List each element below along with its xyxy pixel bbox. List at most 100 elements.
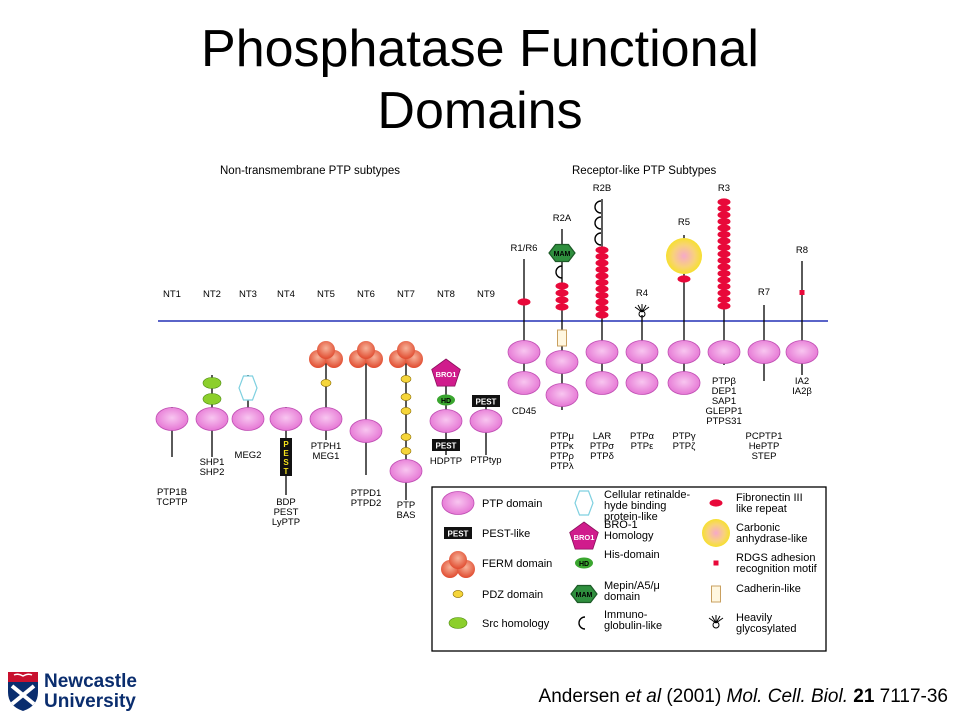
his-domain [575,557,593,569]
pest-letter: P [283,440,289,449]
legend-pest-swatch-label: PEST [448,530,469,539]
slide-title: Phosphatase Functional Domains [0,18,960,142]
legend-col2-label: hyde binding [604,500,666,512]
class-code-label: R8 [796,245,808,256]
bro1-label: BRO1 [436,370,457,379]
mam-domain [548,243,576,263]
legend-col3-label: Cadherin-like [736,583,801,595]
fibronectin-repeat [555,296,569,304]
fibronectin-repeat [717,282,731,291]
legend-col3-label: RDGS adhesion [736,552,816,564]
ptp-domain [429,409,463,433]
heading-non-transmembrane: Non-transmembrane PTP subtypes [220,165,400,177]
pdz-domain [400,407,412,415]
pest-badge [472,395,500,407]
legend-col3-label: anhydrase-like [736,533,808,545]
legend-col1-label: PDZ domain [482,589,543,601]
r2a-name: PTPλ [550,461,573,472]
r3-name: DEP1 [712,386,737,397]
pest-badge-label: PEST [476,398,497,407]
ptp-domain [231,407,265,431]
nt5-name: MEG1 [313,451,340,462]
fibronectin-repeat [595,298,609,306]
logo-line-2: University [44,691,136,712]
heading-receptor-like: Receptor-like PTP Subtypes [572,165,716,177]
legend-col1-label: PTP domain [482,498,542,510]
class-code-label: NT4 [277,289,295,300]
fibronectin-repeat [595,278,609,287]
fibronectin-repeat [595,246,609,254]
legend-col2-label: Homology [604,530,654,542]
citation-journal: Mol. Cell. Biol. [726,686,848,707]
title-line-1: Phosphatase Functional [201,20,759,78]
class-code-label: NT9 [477,289,495,300]
ferm-domain [389,341,423,368]
ptp-domain [155,407,189,431]
class-code-label: NT8 [437,289,455,300]
ferm-lobe [449,551,467,569]
carbonic-anhydrase-domain [666,238,702,274]
r4-name: PTPα [630,431,654,442]
ptp-domain [389,459,423,483]
fibronectin-repeat [717,269,731,278]
class-code-label: R7 [758,287,770,298]
fibronectin-repeat [595,285,609,293]
legend-col3-label: Fibronectin III [736,492,803,504]
fibronectin-repeat [677,275,691,283]
pest-badge-label: PEST [436,442,457,451]
his-domain-label: HD [441,398,451,405]
pest-vertical-badge [280,438,292,476]
citation: Andersen et al (2001) Mol. Cell. Biol. 2… [539,686,948,708]
ptp-domain [545,350,579,374]
nt2-name: SHP2 [200,467,225,478]
pest-letter: S [283,458,289,467]
glyco-ray [708,617,717,624]
r5-name: PTPζ [673,441,696,452]
ptp-domain [625,340,659,364]
legend-col1-label: Src homology [482,618,550,630]
fibronectin-repeat [595,304,609,313]
r2a-name: PTPκ [550,441,573,452]
pest-letter: T [284,467,289,476]
glyco-ray [634,306,643,313]
ptp-domain [667,371,701,395]
ptp-domain [309,407,343,431]
legend-src-swatch [448,617,468,629]
nt4-name: BDP [276,497,296,508]
legend-col3-label: glycosylated [736,623,797,635]
legend-col2-label: His-domain [604,549,660,561]
citation-pages: 7117-36 [879,686,948,707]
legend-rdgs-swatch [713,560,719,566]
fibronectin-repeat [595,291,609,300]
r3-name: PTPS31 [706,416,741,427]
legend-col3-label: recognition motif [736,563,818,575]
ptp-domain [585,340,619,364]
ferm-lobe [397,341,415,359]
fibronectin-repeat [717,289,731,297]
r3-name: SAP1 [712,396,736,407]
glycosylation-icon [634,304,650,318]
r2a-name: PTPμ [550,431,574,442]
immunoglobulin-loop [594,216,602,230]
ptp-domain [785,340,819,364]
legend-col2-label: BRO-1 [604,519,638,531]
legend-box [431,486,827,652]
ferm-domain [441,551,475,578]
legend-col2-label: Mepin/A5/μ [604,580,660,592]
pest-badge [432,439,460,451]
nt7-name: BAS [396,510,415,521]
fibronectin-repeat [717,250,731,258]
legend-pdz-swatch [452,590,464,598]
r7-name: PCPTP1 [746,431,783,442]
legend-ptp-swatch [441,491,475,515]
nt5-name: PTPH1 [311,441,342,452]
pdz-domain [400,393,412,401]
glyco-ray [641,306,650,313]
